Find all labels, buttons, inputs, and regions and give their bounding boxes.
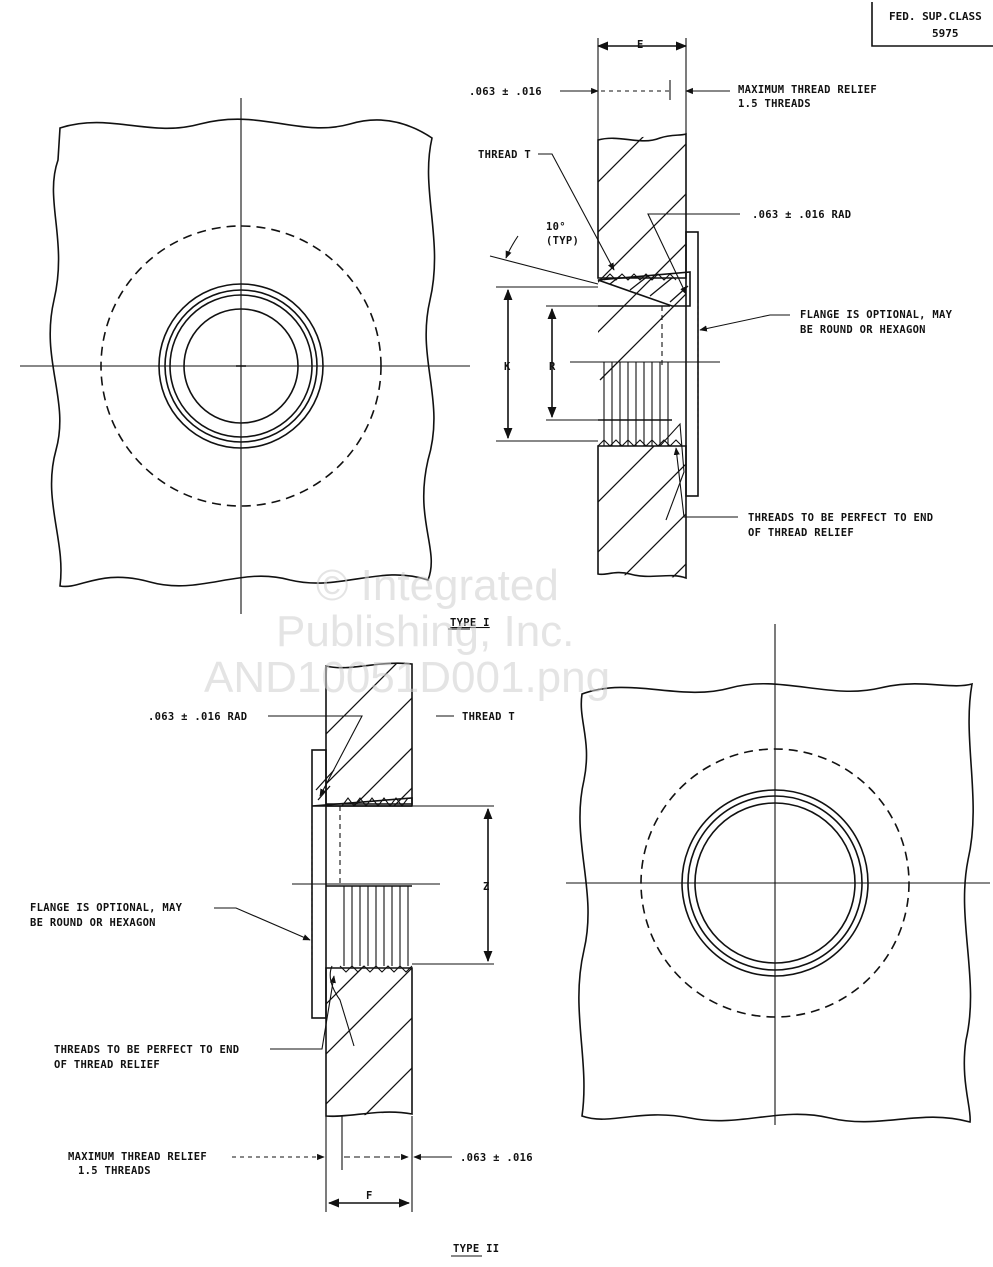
type2-caption: TYPE II <box>453 1243 499 1255</box>
dim-f-label: F <box>366 1190 373 1202</box>
angle-label: 10° <box>546 221 566 233</box>
flange2-label-2: BE ROUND OR HEXAGON <box>30 917 156 929</box>
flange-label-2: BE ROUND OR HEXAGON <box>800 324 926 336</box>
dim-k-label: K <box>504 361 511 373</box>
watermark: © Integrated Publishing, Inc. AND10051D0… <box>204 561 610 702</box>
rad-label-2: .063 ± .016 RAD <box>148 711 247 723</box>
federal-supply-class-stamp: FED. SUP.CLASS 5975 <box>871 2 993 47</box>
flange <box>685 231 699 497</box>
max-relief2-line1: MAXIMUM THREAD RELIEF <box>68 1151 207 1163</box>
dim-e-label: E <box>637 39 644 51</box>
type2-section-view: Z .063 ± .016 RAD THREAD T FLANGE IS OPT… <box>30 662 533 1257</box>
stamp-line2: 5975 <box>932 27 959 40</box>
plate-upper-2 <box>325 662 413 805</box>
plate-lower-2 <box>325 967 413 1118</box>
tol-left-label: .063 ± .016 <box>469 86 542 98</box>
perfect-label-2: OF THREAD RELIEF <box>748 527 854 539</box>
flange2-label-1: FLANGE IS OPTIONAL, MAY <box>30 902 183 914</box>
plate-upper <box>597 132 687 279</box>
plate-lower <box>597 445 687 580</box>
dim-r-label: R <box>549 361 556 373</box>
watermark-line2: Publishing, Inc. <box>276 607 574 656</box>
watermark-line3: AND10051D001.png <box>204 653 610 702</box>
tol-right-label: .063 ± .016 <box>460 1152 533 1164</box>
type1-plan-view <box>20 98 470 614</box>
type1-section-view: E .063 ± .016 MAXIMUM THREAD RELIEF 1.5 … <box>448 38 953 630</box>
dim-z-label: Z <box>483 881 490 893</box>
plate-outline <box>49 118 436 588</box>
thread-lines-2 <box>343 886 409 966</box>
thread-lines <box>603 362 669 446</box>
perfect-label-1: THREADS TO BE PERFECT TO END <box>748 512 933 524</box>
max-relief-line1: MAXIMUM THREAD RELIEF <box>738 84 877 96</box>
angle-typ-label: (TYP) <box>546 235 579 247</box>
stamp-line1: FED. SUP.CLASS <box>889 10 982 23</box>
type1-caption: TYPE I <box>450 617 490 629</box>
thread-t-label-2: THREAD T <box>462 711 515 723</box>
rad-label: .063 ± .016 RAD <box>752 209 851 221</box>
thread-t-label: THREAD T <box>478 149 531 161</box>
max-relief-line2: 1.5 THREADS <box>738 98 811 110</box>
perfect2-label-1: THREADS TO BE PERFECT TO END <box>54 1044 239 1056</box>
flange-label-1: FLANGE IS OPTIONAL, MAY <box>800 309 953 321</box>
watermark-line1: © Integrated <box>316 561 559 610</box>
max-relief2-line2: 1.5 THREADS <box>78 1165 151 1177</box>
type2-plan-view <box>566 624 990 1125</box>
perfect2-label-2: OF THREAD RELIEF <box>54 1059 160 1071</box>
plate-outline-2 <box>578 682 974 1124</box>
